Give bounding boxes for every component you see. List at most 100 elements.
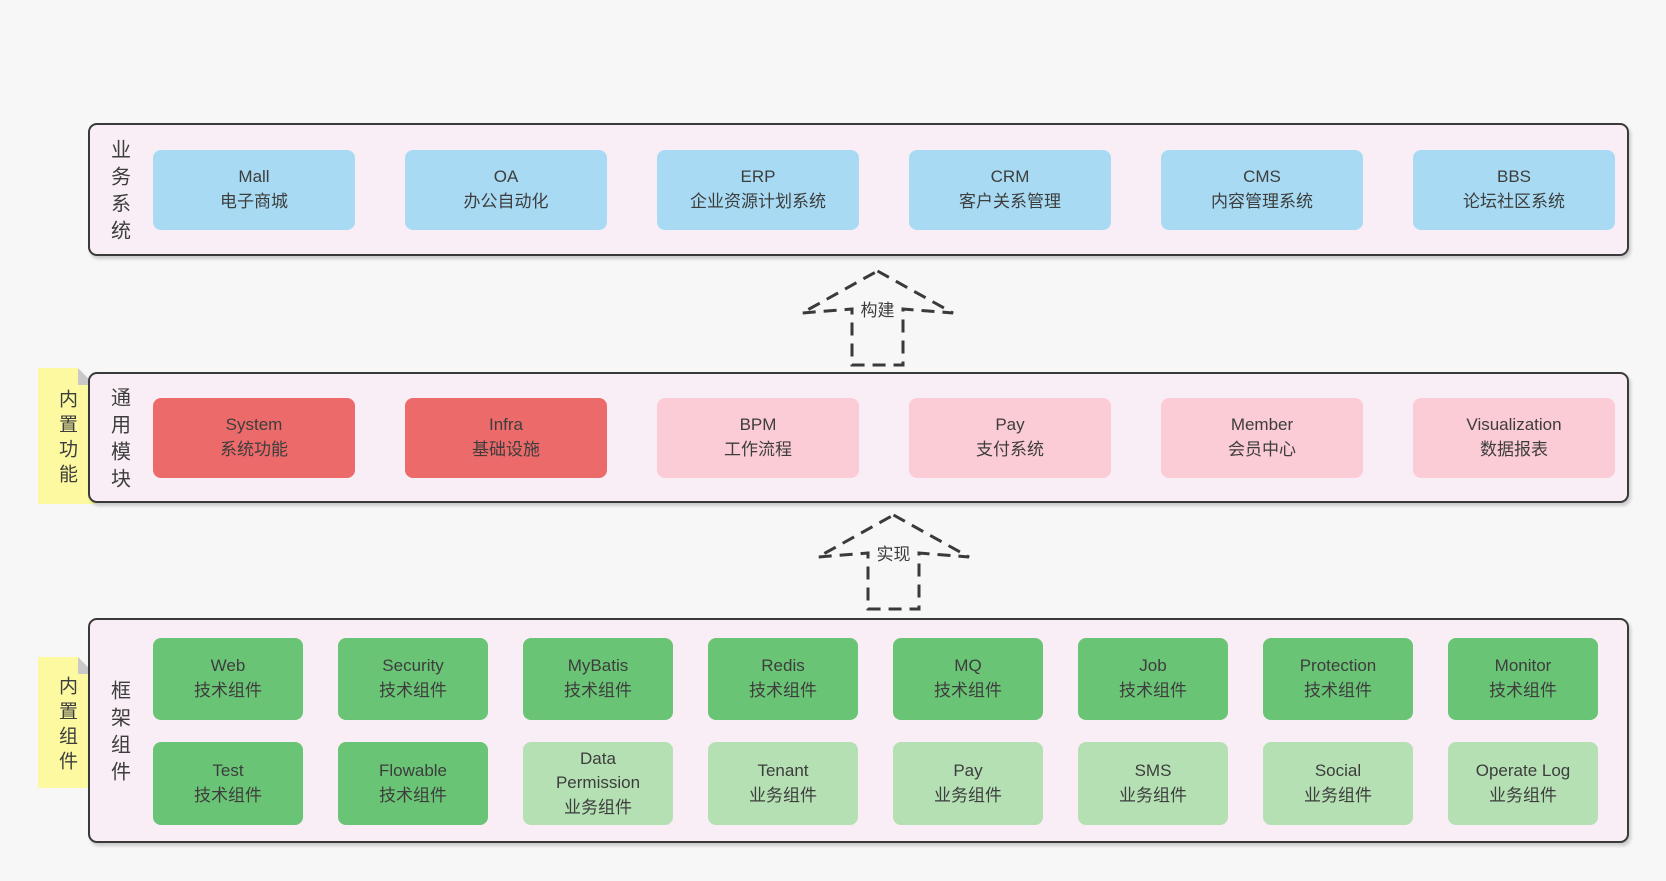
box-title: OA (493, 167, 519, 187)
box-title: Operate Log (1475, 760, 1571, 780)
box-title: Protection (1299, 656, 1377, 676)
box-title: Test (212, 760, 244, 780)
diagram-box-mq: MQ 技术组件 (893, 638, 1043, 720)
diagram-box-social: Social 业务组件 (1263, 742, 1413, 825)
box-subtitle: 数据报表 (1480, 440, 1548, 459)
diagram-box-pay: Pay 支付系统 (909, 398, 1111, 478)
box-subtitle: 系统功能 (220, 440, 288, 459)
box-title: Monitor (1494, 656, 1552, 676)
diagram-box-tenant: Tenant 业务组件 (708, 742, 858, 825)
box-title: Pay (995, 415, 1025, 435)
box-subtitle: 业务组件 (1304, 785, 1372, 805)
box-title: Member (1230, 415, 1294, 435)
box-subtitle: 支付系统 (976, 440, 1044, 459)
box-subtitle: 业务组件 (1119, 785, 1187, 805)
layer-common-modules: 通用模块 System 系统功能 Infra 基础设施 BPM 工作流程 Pay… (88, 372, 1629, 503)
box-subtitle: 技术组件 (379, 681, 447, 700)
box-subtitle: 企业资源计划系统 (690, 192, 826, 211)
box-title: Infra (488, 415, 524, 435)
box-subtitle: 技术组件 (194, 785, 262, 805)
layer-business-systems: 业务系统 Mall 电子商城 OA 办公自动化 ERP 企业资源计划系统 CRM… (88, 123, 1629, 256)
box-title: BBS (1496, 167, 1532, 187)
diagram-box-sms: SMS 业务组件 (1078, 742, 1228, 825)
box-title: Visualization (1466, 415, 1562, 435)
box-subtitle: 客户关系管理 (959, 192, 1061, 211)
box-subtitle: 论坛社区系统 (1463, 192, 1565, 211)
box-title: MQ (954, 656, 982, 676)
box-title: Redis (761, 656, 805, 676)
box-title: Flowable (378, 760, 448, 780)
arrow-build: 构建 (790, 268, 965, 368)
diagram-box-job: Job 技术组件 (1078, 638, 1228, 720)
diagram-box-visualization: Visualization 数据报表 (1413, 398, 1615, 478)
layer-label-business: 业务系统 (107, 139, 130, 247)
box-subtitle: 业务组件 (749, 785, 817, 805)
box-subtitle: 电子商城 (220, 192, 288, 211)
box-subtitle: 基础设施 (472, 440, 540, 459)
box-title: Web (210, 656, 246, 676)
sticky-note-text: 内置功能 (56, 389, 77, 489)
arrow-implement-label: 实现 (872, 539, 915, 566)
box-title: ERP (740, 167, 776, 187)
diagram-box-cms: CMS 内容管理系统 (1161, 150, 1363, 230)
box-subtitle: 技术组件 (934, 681, 1002, 700)
diagram-box-bbs: BBS 论坛社区系统 (1413, 150, 1615, 230)
box-subtitle: 内容管理系统 (1211, 192, 1313, 211)
sticky-note-built-in-features: 内置功能 (38, 368, 95, 504)
box-subtitle: 技术组件 (1489, 681, 1557, 700)
diagram-box-member: Member 会员中心 (1161, 398, 1363, 478)
box-subtitle: 办公自动化 (463, 192, 549, 211)
dashed-up-arrow-icon (817, 513, 970, 611)
box-title: Social (1314, 760, 1362, 780)
box-subtitle: 技术组件 (1304, 681, 1372, 700)
sticky-note-text: 内置组件 (56, 675, 77, 776)
diagram-box-bpm: BPM 工作流程 (657, 398, 859, 478)
box-subtitle: 技术组件 (379, 785, 447, 805)
diagram-box-monitor: Monitor 技术组件 (1448, 638, 1598, 720)
diagram-box-flowable: Flowable 技术组件 (338, 742, 488, 825)
diagram-box-security: Security 技术组件 (338, 638, 488, 720)
diagram-box-infra: Infra 基础设施 (405, 398, 607, 478)
diagram-box-pay-biz: Pay 业务组件 (893, 742, 1043, 825)
diagram-box-operate-log: Operate Log 业务组件 (1448, 742, 1598, 825)
arrow-build-label: 构建 (856, 295, 899, 322)
box-subtitle: 业务组件 (934, 785, 1002, 805)
box-title: CRM (990, 167, 1030, 187)
box-subtitle: 技术组件 (194, 681, 262, 700)
box-subtitle: 业务组件 (1489, 785, 1557, 805)
diagram-box-oa: OA 办公自动化 (405, 150, 607, 230)
layer-framework-components: 框架组件 Web 技术组件 Security 技术组件 MyBatis 技术组件… (88, 618, 1629, 843)
arrow-implement: 实现 (806, 512, 981, 612)
diagram-box-system: System 系统功能 (153, 398, 355, 478)
box-subtitle: 工作流程 (724, 440, 792, 459)
box-title: Mall (238, 167, 270, 187)
sticky-note-built-in-components: 内置组件 (38, 657, 95, 788)
box-subtitle: 技术组件 (1119, 681, 1187, 700)
diagram-box-test: Test 技术组件 (153, 742, 303, 825)
box-title: Tenant (757, 760, 809, 780)
box-title: CMS (1243, 167, 1281, 187)
box-title: System (225, 415, 283, 435)
diagram-box-web: Web 技术组件 (153, 638, 303, 720)
box-title: MyBatis (567, 656, 629, 676)
diagram-box-crm: CRM 客户关系管理 (909, 150, 1111, 230)
box-title: Pay (953, 760, 983, 780)
layer-label-modules: 通用模块 (107, 387, 130, 495)
box-title: BPM (739, 415, 777, 435)
box-subtitle: 技术组件 (564, 681, 632, 700)
box-subtitle: 技术组件 (749, 681, 817, 700)
box-subtitle: 会员中心 (1228, 440, 1296, 459)
dashed-up-arrow-icon (801, 269, 954, 367)
diagram-box-erp: ERP 企业资源计划系统 (657, 150, 859, 230)
layer-label-components: 框架组件 (107, 680, 130, 788)
box-title: Job (1139, 656, 1167, 676)
box-title: Data Permission (555, 748, 641, 793)
diagram-box-redis: Redis 技术组件 (708, 638, 858, 720)
diagram-box-data-permission: Data Permission 业务组件 (523, 742, 673, 825)
box-subtitle: 业务组件 (564, 797, 632, 817)
diagram-box-mall: Mall 电子商城 (153, 150, 355, 230)
diagram-box-mybatis: MyBatis 技术组件 (523, 638, 673, 720)
diagram-box-protection: Protection 技术组件 (1263, 638, 1413, 720)
box-title: Security (382, 656, 444, 676)
box-title: SMS (1134, 760, 1172, 780)
